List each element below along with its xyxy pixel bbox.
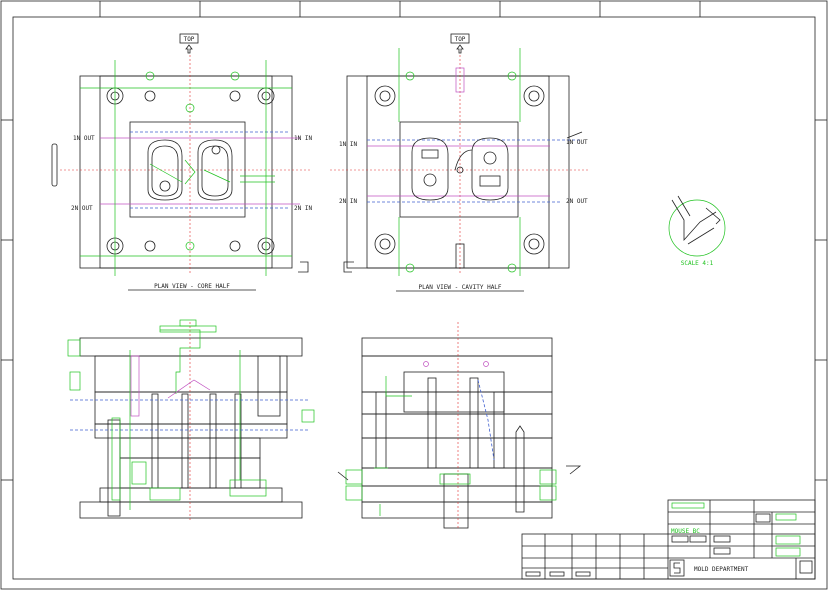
core-view-title: PLAN VIEW - CORE HALF <box>154 283 230 290</box>
cavity-1n-in-label: 1N IN <box>339 141 357 148</box>
plan-view-core-half: 1N OUT 1N IN 2N OUT 2N IN <box>51 55 312 276</box>
detail-scale-label: SCALE 4:1 <box>681 260 714 267</box>
top-marker-cavity-label: TOP <box>455 36 466 43</box>
core-2n-out-label: 2N OUT <box>71 205 93 212</box>
plan-view-cavity-half: 1N IN 1N OUT 2N IN 2N OUT <box>330 48 590 276</box>
top-marker-cavity: TOP <box>450 33 470 54</box>
section-view-core <box>67 319 315 520</box>
section-view-cavity <box>337 322 582 530</box>
cavity-view-title: PLAN VIEW - CAVITY HALF <box>418 284 501 291</box>
core-2n-in-label: 2N IN <box>294 205 312 212</box>
zone-ticks <box>1 1 827 481</box>
title-block: MOUSE BC MOLD DEPARTMENT <box>521 499 816 580</box>
detail-view-scale: SCALE 4:1 <box>668 195 726 267</box>
cavity-1n-out-label: 1N OUT <box>566 139 588 146</box>
sheet-inner-border <box>12 16 816 580</box>
top-marker-core-label: TOP <box>184 36 195 43</box>
top-marker-core: TOP <box>179 33 199 54</box>
core-1n-out-label: 1N OUT <box>73 135 95 142</box>
core-1n-in-label: 1N IN <box>294 135 312 142</box>
cavity-2n-out-label: 2N OUT <box>566 198 588 205</box>
cavity-2n-in-label: 2N IN <box>339 198 357 205</box>
title-block-department: MOLD DEPARTMENT <box>694 566 749 573</box>
title-block-part-name: MOUSE BC <box>671 528 700 535</box>
